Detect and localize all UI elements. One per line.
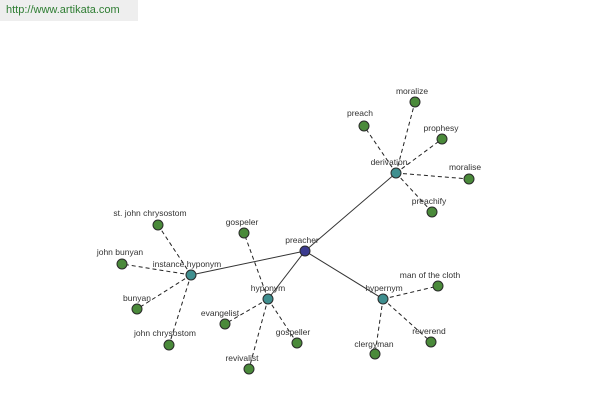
node-marker-reverend[interactable] bbox=[425, 336, 437, 348]
node-label-bunyan[interactable]: bunyan bbox=[123, 293, 151, 303]
node-label-john-chrysostom[interactable]: john chrysostom bbox=[133, 328, 196, 338]
node-reverend[interactable]: reverend bbox=[412, 326, 446, 348]
edge-instance-hyponym-to-john-bunyan bbox=[121, 263, 192, 276]
node-preachify[interactable]: preachify bbox=[412, 196, 447, 218]
node-prophesy[interactable]: prophesy bbox=[424, 123, 460, 145]
edge-instance-hyponym-to-st-john-chrysostom bbox=[157, 224, 192, 276]
node-marker-clergyman[interactable] bbox=[369, 348, 381, 360]
node-derivation[interactable]: derivation bbox=[371, 157, 408, 179]
node-hyponym[interactable]: hyponym bbox=[251, 283, 286, 305]
node-clergyman[interactable]: clergyman bbox=[354, 339, 394, 360]
node-marker-hyponym[interactable] bbox=[262, 293, 274, 305]
node-label-gospeler[interactable]: gospeler bbox=[226, 217, 259, 227]
edge-hypernym-to-reverend bbox=[382, 298, 432, 343]
source-url[interactable]: http://www.artikata.com bbox=[0, 0, 138, 21]
node-label-reverend[interactable]: reverend bbox=[412, 326, 446, 336]
node-marker-gospeler[interactable] bbox=[238, 227, 250, 239]
node-marker-prophesy[interactable] bbox=[436, 133, 448, 145]
node-hypernym[interactable]: hypernym bbox=[365, 283, 403, 305]
node-gospeller[interactable]: gospeller bbox=[276, 327, 311, 349]
node-label-preach[interactable]: preach bbox=[347, 108, 373, 118]
node-marker-moralize[interactable] bbox=[409, 96, 421, 108]
edge-preacher-to-derivation bbox=[304, 172, 397, 252]
node-marker-evangelist[interactable] bbox=[219, 318, 231, 330]
node-label-instance-hyponym[interactable]: instance hyponym bbox=[153, 259, 222, 269]
edge-instance-hyponym-to-bunyan bbox=[136, 274, 192, 310]
node-label-preacher[interactable]: preacher bbox=[285, 235, 319, 245]
edge-hypernym-to-clergyman bbox=[374, 298, 384, 355]
edge-preacher-to-instance-hyponym bbox=[190, 250, 306, 276]
edge-derivation-to-preach bbox=[363, 125, 397, 174]
node-revivalist[interactable]: revivalist bbox=[225, 353, 259, 375]
node-bunyan[interactable]: bunyan bbox=[123, 293, 151, 315]
node-marker-revivalist[interactable] bbox=[243, 363, 255, 375]
edge-preacher-to-hypernym bbox=[304, 250, 384, 300]
edge-derivation-to-moralise bbox=[395, 172, 470, 180]
edge-derivation-to-prophesy bbox=[395, 138, 443, 174]
node-john-chrysostom[interactable]: john chrysostom bbox=[133, 328, 196, 351]
node-marker-preacher[interactable] bbox=[299, 245, 311, 257]
node-gospeler[interactable]: gospeler bbox=[226, 217, 259, 239]
edge-hyponym-to-evangelist bbox=[224, 298, 269, 325]
node-marker-man-of-the-cloth[interactable] bbox=[432, 280, 444, 292]
node-label-john-bunyan[interactable]: john bunyan bbox=[96, 247, 144, 257]
node-marker-gospeller[interactable] bbox=[291, 337, 303, 349]
edge-hyponym-to-gospeler bbox=[243, 232, 269, 300]
node-marker-hypernym[interactable] bbox=[377, 293, 389, 305]
node-preach[interactable]: preach bbox=[347, 108, 373, 132]
node-label-hypernym[interactable]: hypernym bbox=[365, 283, 402, 293]
edge-preacher-to-hyponym bbox=[267, 250, 306, 300]
node-label-hyponym[interactable]: hyponym bbox=[251, 283, 286, 293]
node-moralize[interactable]: moralize bbox=[396, 86, 428, 108]
edge-derivation-to-moralize bbox=[395, 101, 416, 174]
edge-hyponym-to-gospeller bbox=[267, 298, 298, 344]
node-label-revivalist[interactable]: revivalist bbox=[225, 353, 259, 363]
node-label-man-of-the-cloth[interactable]: man of the cloth bbox=[400, 270, 461, 280]
node-marker-derivation[interactable] bbox=[390, 167, 402, 179]
node-john-bunyan[interactable]: john bunyan bbox=[96, 247, 144, 270]
node-label-derivation[interactable]: derivation bbox=[371, 157, 408, 167]
node-marker-instance-hyponym[interactable] bbox=[185, 269, 197, 281]
node-moralise[interactable]: moralise bbox=[449, 162, 481, 185]
node-marker-st-john-chrysostom[interactable] bbox=[152, 219, 164, 231]
nodes-layer: preacher derivation instance hyponym hypony… bbox=[96, 86, 481, 375]
node-preacher[interactable]: preacher bbox=[285, 235, 319, 257]
node-evangelist[interactable]: evangelist bbox=[201, 308, 240, 330]
node-marker-moralise[interactable] bbox=[463, 173, 475, 185]
node-label-preachify[interactable]: preachify bbox=[412, 196, 447, 206]
edge-hyponym-to-revivalist bbox=[248, 298, 269, 370]
node-label-evangelist[interactable]: evangelist bbox=[201, 308, 240, 318]
node-instance-hyponym[interactable]: instance hyponym bbox=[153, 259, 222, 281]
edge-instance-hyponym-to-john-chrysostom bbox=[168, 274, 192, 346]
node-label-st-john-chrysostom[interactable]: st. john chrysostom bbox=[113, 208, 186, 218]
node-marker-preachify[interactable] bbox=[426, 206, 438, 218]
node-st-john-chrysostom[interactable]: st. john chrysostom bbox=[113, 208, 187, 231]
node-label-gospeller[interactable]: gospeller bbox=[276, 327, 311, 337]
node-marker-john-bunyan[interactable] bbox=[116, 258, 128, 270]
edge-hypernym-to-man-of-the-cloth bbox=[382, 285, 439, 300]
node-marker-john-chrysostom[interactable] bbox=[163, 339, 175, 351]
node-marker-bunyan[interactable] bbox=[131, 303, 143, 315]
node-man-of-the-cloth[interactable]: man of the cloth bbox=[400, 270, 461, 292]
node-label-moralise[interactable]: moralise bbox=[449, 162, 481, 172]
node-label-moralize[interactable]: moralize bbox=[396, 86, 428, 96]
edge-derivation-to-preachify bbox=[395, 172, 433, 213]
node-label-prophesy[interactable]: prophesy bbox=[424, 123, 460, 133]
node-label-clergyman[interactable]: clergyman bbox=[354, 339, 393, 349]
edges-layer bbox=[121, 101, 470, 370]
node-marker-preach[interactable] bbox=[358, 120, 370, 132]
